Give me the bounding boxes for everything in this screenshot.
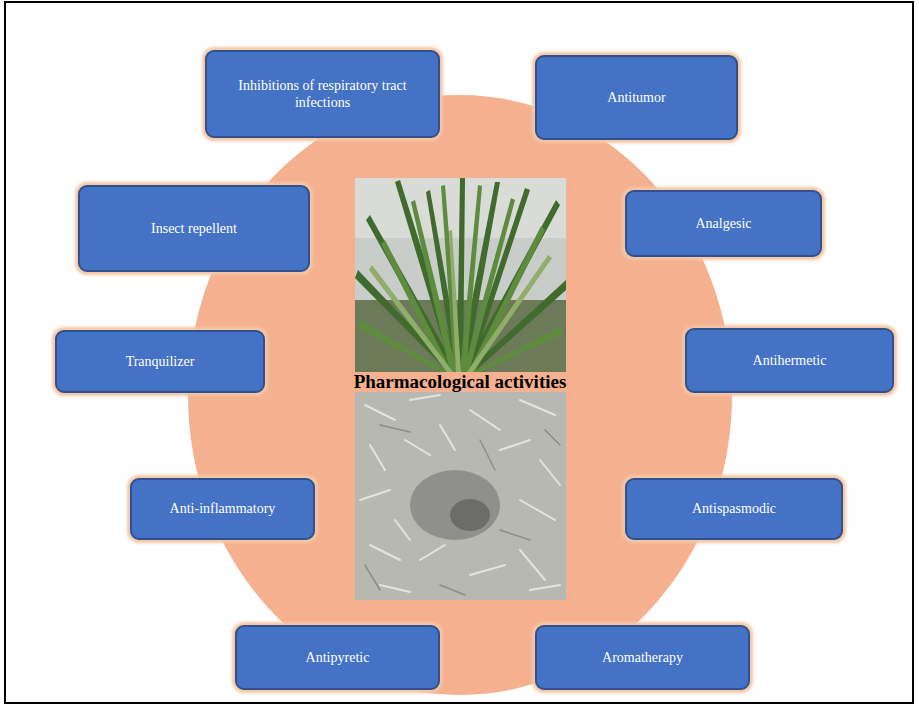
activity-label: Analgesic: [696, 215, 752, 233]
activity-box: Analgesic: [625, 190, 822, 257]
activity-label: Inhibitions of respiratory tract infecti…: [219, 77, 426, 112]
activity-box: Antitumor: [535, 55, 738, 140]
frame: [5, 2, 913, 703]
diagram-title: Pharmacological activities: [300, 371, 620, 393]
activity-label: Tranquilizer: [126, 353, 195, 371]
activity-box: Aromatherapy: [535, 625, 750, 690]
activity-label: Antitumor: [607, 89, 665, 107]
activity-label: Insect repellent: [151, 220, 237, 238]
grass-photo: [355, 178, 566, 372]
activity-label: Aromatherapy: [602, 649, 683, 667]
activity-label: Anti-inflammatory: [170, 500, 276, 518]
activity-box: Antipyretic: [235, 625, 440, 690]
ash-photo: [355, 392, 566, 600]
activity-box: Tranquilizer: [55, 330, 265, 393]
activity-label: Antispasmodic: [692, 500, 776, 518]
activity-box: Anti-inflammatory: [130, 478, 315, 540]
activity-box: Antihermetic: [685, 328, 894, 393]
activity-box: Antispasmodic: [625, 478, 843, 540]
activity-box: Inhibitions of respiratory tract infecti…: [205, 50, 440, 138]
activity-label: Antihermetic: [753, 352, 827, 370]
activity-label: Antipyretic: [306, 649, 370, 667]
activity-box: Insect repellent: [78, 185, 310, 272]
